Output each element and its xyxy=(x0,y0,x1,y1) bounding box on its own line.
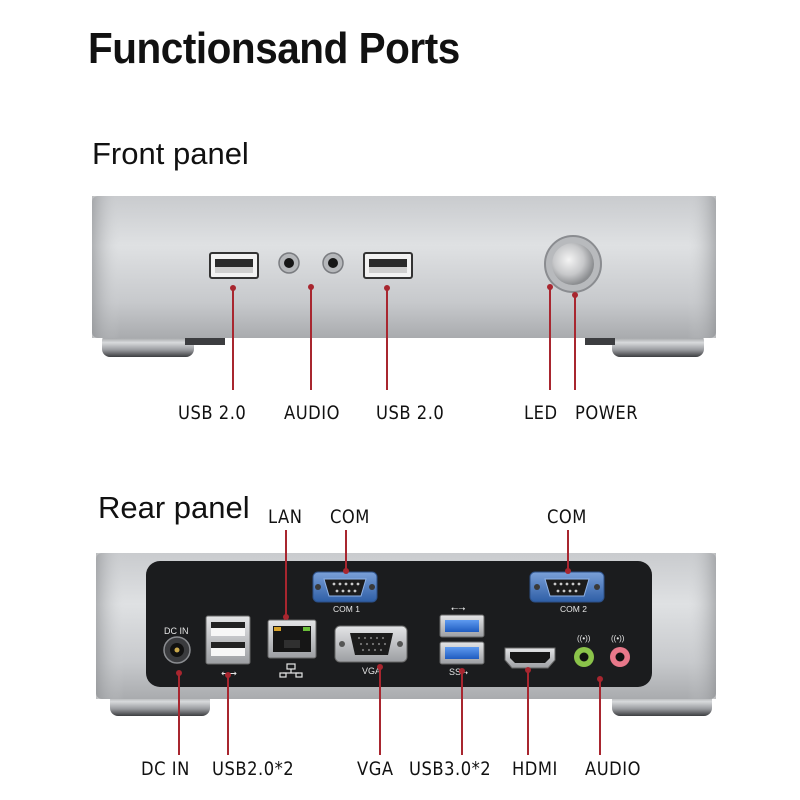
rear-panel-image: DC IN ⭠⭢ xyxy=(96,553,716,716)
rear-label-hdmi: HDMI xyxy=(512,758,558,780)
front-foot-right xyxy=(612,333,704,357)
front-audio-jack-1 xyxy=(278,252,300,274)
rear-audio-jacks: ((•)) ((•)) xyxy=(574,634,630,667)
rear-label-vga: VGA xyxy=(357,758,394,780)
lan-port xyxy=(267,619,317,678)
front-panel-image xyxy=(92,196,716,357)
leader-line-hdmi xyxy=(527,670,529,755)
front-audio-jack-2 xyxy=(322,252,344,274)
front-foot-left xyxy=(102,333,194,357)
power-button xyxy=(544,235,602,293)
page-title: Functionsand Ports xyxy=(88,24,460,73)
leader-line-vga xyxy=(379,667,381,755)
dc-in-port: DC IN xyxy=(163,626,191,664)
network-icon xyxy=(279,663,303,678)
vga-silkscreen: VGA xyxy=(362,666,381,676)
leader-line-front-usb-right xyxy=(386,288,388,390)
leader-dot-com-2 xyxy=(565,568,571,574)
com-2-silkscreen: COM 2 xyxy=(560,604,587,614)
front-label-usb-right: USB 2.0 xyxy=(376,402,445,424)
dc-in-silkscreen: DC IN xyxy=(164,626,189,636)
front-usb-port-right xyxy=(363,252,413,279)
leader-line-power xyxy=(574,295,576,390)
rear-label-lan: LAN xyxy=(268,506,303,528)
leader-line-com-1 xyxy=(345,530,347,572)
rear-label-usb3: USB3.0*2 xyxy=(409,758,492,780)
rear-panel-label: Rear panel xyxy=(98,490,250,525)
hdmi-port xyxy=(504,647,556,669)
usb-symbol-icon: ⭠⭢ xyxy=(451,603,465,613)
leader-line-rear-audio xyxy=(599,679,601,755)
front-usb-port-left xyxy=(209,252,259,279)
rear-label-dc-in: DC IN xyxy=(141,758,190,780)
rear-label-com-2: COM xyxy=(547,506,587,528)
front-label-power: POWER xyxy=(575,402,639,424)
leader-line-led xyxy=(549,287,551,390)
leader-line-usb3 xyxy=(461,671,463,755)
microphone-icon: ((•)) xyxy=(611,634,625,643)
leader-line-front-audio xyxy=(310,287,312,390)
vga-port: VGA xyxy=(334,625,408,676)
leader-dot-com-1 xyxy=(343,568,349,574)
headphone-icon: ((•)) xyxy=(577,634,591,643)
rear-usb3-ports: ⭠⭢ SS⭢ xyxy=(439,603,485,677)
leader-line-dc-in xyxy=(178,673,180,755)
front-label-audio: AUDIO xyxy=(284,402,340,424)
leader-dot-lan xyxy=(283,614,289,620)
rear-label-com-1: COM xyxy=(330,506,370,528)
leader-line-usb2 xyxy=(227,675,229,755)
front-panel-label: Front panel xyxy=(92,136,249,171)
leader-line-com-2 xyxy=(567,530,569,572)
com-1-silkscreen: COM 1 xyxy=(333,604,360,614)
com-1-port: COM 1 xyxy=(312,571,378,614)
leader-line-front-usb-left xyxy=(232,288,234,390)
rear-label-audio: AUDIO xyxy=(585,758,641,780)
front-label-usb-left: USB 2.0 xyxy=(178,402,247,424)
leader-line-lan xyxy=(285,530,287,618)
superspeed-usb-icon: SS⭢ xyxy=(449,667,468,677)
rear-label-usb2: USB2.0*2 xyxy=(212,758,295,780)
front-label-led: LED xyxy=(524,402,558,424)
